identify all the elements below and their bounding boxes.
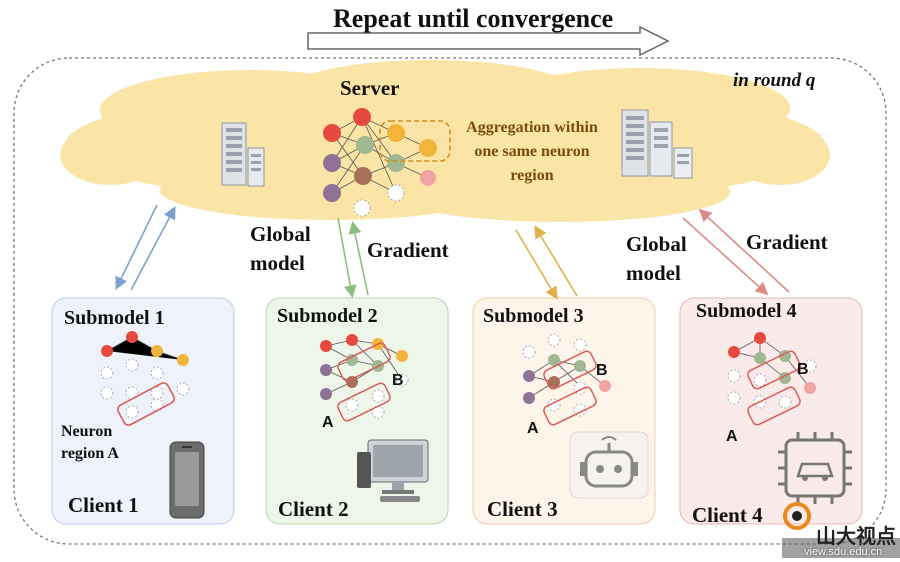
watermark-text: 山大视点 — [816, 526, 896, 548]
submodel-2-label: Submodel 2 — [277, 305, 378, 327]
round-label: in round q — [733, 70, 816, 91]
client-1-links — [115, 204, 176, 291]
desktop-computer-icon — [357, 439, 429, 502]
submodel-3-label: Submodel 3 — [483, 305, 584, 327]
client-3-links — [515, 225, 578, 300]
global-model-label-2: Global model — [250, 222, 311, 275]
aggregation-region-box — [379, 120, 451, 162]
marker-b-4: B — [797, 361, 809, 378]
client-2-panel — [265, 297, 449, 525]
neuron-region-label: Neuron region A — [61, 423, 119, 462]
marker-a-4: A — [726, 428, 738, 445]
aggregation-label: Aggregation within one same neuron regio… — [466, 119, 598, 184]
server-neural-network — [323, 108, 451, 217]
round-boundary — [13, 57, 887, 545]
client-2-links — [337, 217, 369, 299]
client-2-label: Client 2 — [278, 497, 349, 521]
client-1-label: Client 1 — [68, 493, 139, 517]
server-label: Server — [340, 76, 400, 100]
gradient-label-4: Gradient — [746, 230, 828, 254]
client-1-network — [100, 331, 190, 426]
watermark-logo — [782, 502, 900, 558]
smartphone-icon — [169, 441, 205, 519]
convergence-title: Repeat until convergence — [333, 4, 614, 33]
server-rack-icon — [621, 109, 693, 179]
client-3-label: Client 3 — [487, 497, 558, 521]
submodel-1-label: Submodel 1 — [64, 307, 165, 329]
client-3-network — [522, 333, 611, 426]
watermark-url: view.sdu.edu.cn — [804, 546, 883, 558]
convergence-arrow — [307, 25, 670, 57]
marker-b-2: B — [392, 372, 404, 389]
car-chip-icon — [778, 432, 852, 504]
marker-b-3: B — [596, 362, 608, 379]
marker-a-2: A — [322, 414, 334, 431]
submodel-4-label: Submodel 4 — [696, 300, 797, 322]
robot-icon — [569, 431, 649, 499]
client-1-panel — [51, 297, 235, 525]
server-cloud — [60, 60, 830, 222]
global-model-label-4: Global model — [626, 232, 687, 285]
server-rack-icon — [221, 122, 265, 187]
gradient-label-2: Gradient — [367, 238, 449, 262]
client-2-network — [320, 334, 409, 422]
marker-a-3: A — [527, 420, 539, 437]
neuron-region-a-box — [117, 382, 175, 426]
client-4-label: Client 4 — [692, 503, 763, 527]
client-4-network — [727, 332, 817, 426]
client-4-links — [682, 208, 790, 296]
client-4-panel — [679, 297, 863, 525]
